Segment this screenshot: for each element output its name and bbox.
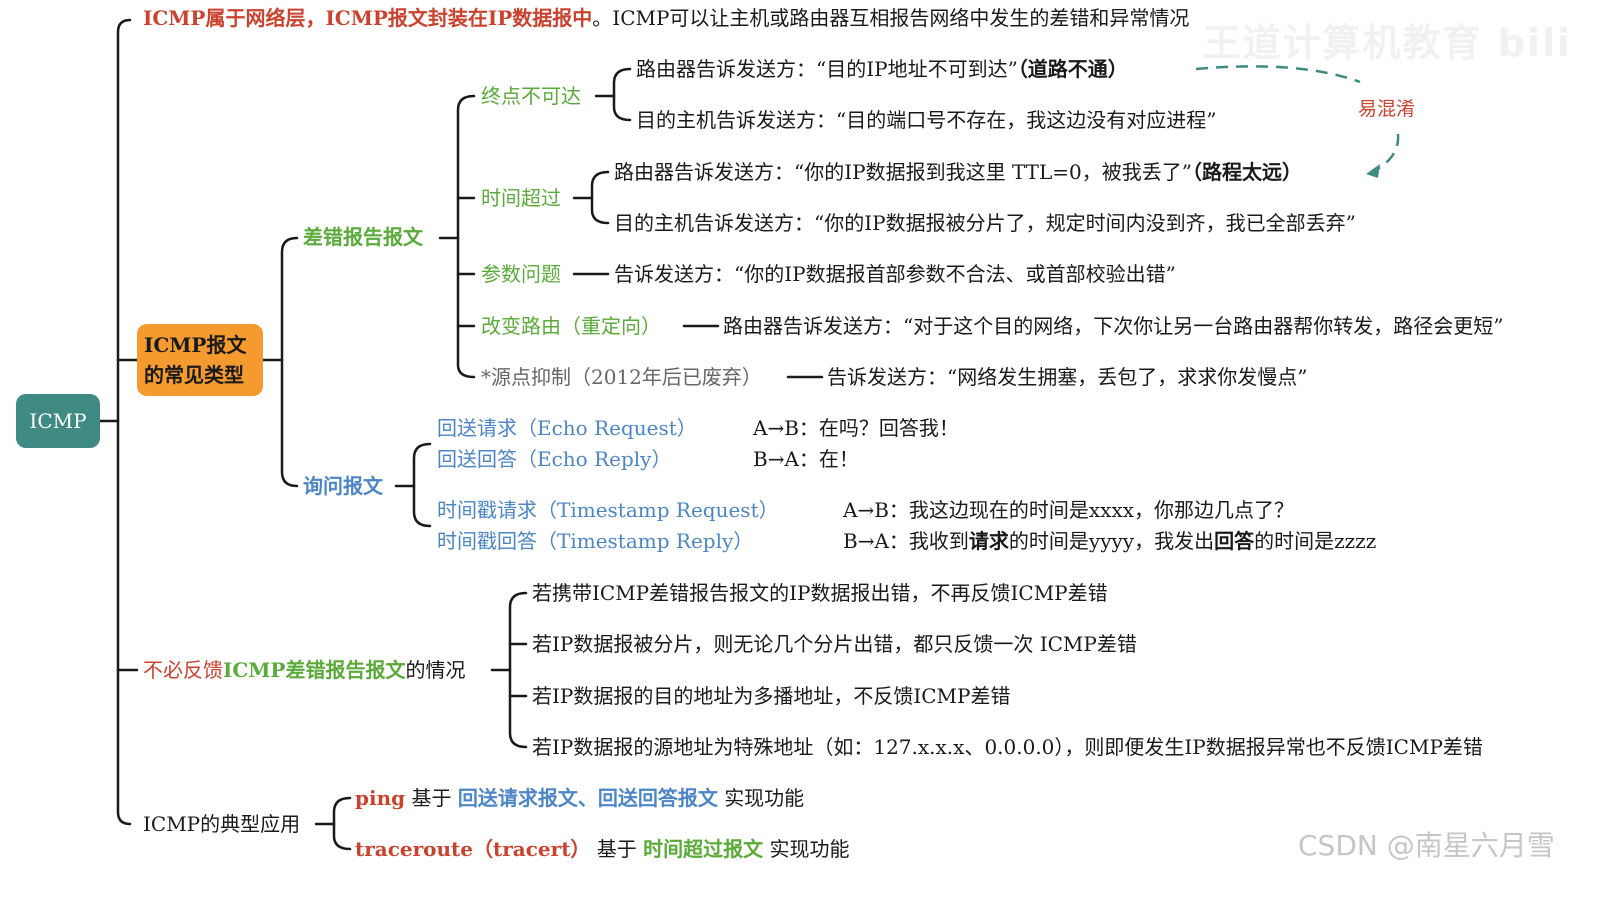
param-problem-text: 告诉发送方：“你的IP数据报首部参数不合法、或首部校验出错” xyxy=(614,262,1176,286)
param-problem-label[interactable]: 参数问题 xyxy=(481,262,561,286)
redirect-label[interactable]: 改变路由（重定向） xyxy=(481,314,661,338)
echo-request-label[interactable]: 回送请求（Echo Request） xyxy=(437,416,697,440)
no-feedback-item: 若IP数据报的目的地址为多播地址，不反馈ICMP差错 xyxy=(532,684,1011,708)
error-report-label[interactable]: 差错报告报文 xyxy=(303,225,423,249)
time-exceeded-router-note: （路程太远） xyxy=(1191,160,1302,184)
dest-unreachable-router-text: 路由器告诉发送方：“目的IP地址不可到达” xyxy=(636,57,1018,81)
top-description-rest: 。ICMP可以让主机或路由器互相报告网络中发生的差错和异常情况 xyxy=(592,6,1190,30)
redirect-text: 路由器告诉发送方：“对于这个目的网络，下次你让另一台路由器帮你转发，路径会更短” xyxy=(723,314,1504,338)
dest-unreachable-label[interactable]: 终点不可达 xyxy=(481,84,581,108)
echo-request-desc: A→B：在吗？回答我！ xyxy=(753,416,959,440)
root-node[interactable]: ICMP xyxy=(16,394,100,448)
ts-reply-desc-b: 请求 xyxy=(968,529,1009,553)
apps-label[interactable]: ICMP的典型应用 xyxy=(143,812,301,836)
types-node-line1: ICMP报文 xyxy=(144,333,247,357)
ts-reply-label[interactable]: 时间戳回答（Timestamp Reply） xyxy=(437,529,754,553)
ts-request-desc: A→B：我这边现在的时间是xxxx，你那边几点了？ xyxy=(843,498,1295,522)
no-feedback-label-c: 的情况 xyxy=(405,658,466,682)
ping-msgs: 回送请求报文、回送回答报文 xyxy=(457,786,718,810)
ts-reply-desc-d: 回答 xyxy=(1214,529,1255,553)
confuse-note: 易混淆 xyxy=(1358,98,1416,120)
no-feedback-label-a: 不必反馈 xyxy=(143,658,223,682)
types-node[interactable]: ICMP报文 的常见类型 xyxy=(137,324,263,396)
traceroute-cmd: traceroute（tracert） xyxy=(355,837,591,861)
source-quench-label[interactable]: *源点抑制（2012年后已废弃） xyxy=(481,365,762,389)
ts-reply-desc: B→A：我收到请求的时间是yyyy，我发出回答的时间是zzzz xyxy=(843,529,1376,553)
app-ping: ping 基于 回送请求报文、回送回答报文 实现功能 xyxy=(355,786,804,810)
ts-reply-desc-e: 的时间是zzzz xyxy=(1254,529,1377,553)
time-exceeded-router: 路由器告诉发送方：“你的IP数据报到我这里 TTL=0，被我丢了”（路程太远） xyxy=(614,160,1302,184)
ts-reply-desc-c: 的时间是yyyy，我发出 xyxy=(1008,529,1215,553)
ts-request-label[interactable]: 时间戳请求（Timestamp Request） xyxy=(437,498,779,522)
ping-func: 实现功能 xyxy=(724,786,805,810)
time-exceeded-router-text: 路由器告诉发送方：“你的IP数据报到我这里 TTL=0，被我丢了” xyxy=(614,160,1192,184)
no-feedback-item: 若携带ICMP差错报告报文的IP数据报出错，不再反馈ICMP差错 xyxy=(532,581,1108,605)
query-label[interactable]: 询问报文 xyxy=(303,474,383,498)
dest-unreachable-router-note: （道路不通） xyxy=(1017,57,1128,81)
echo-reply-desc: B→A：在！ xyxy=(753,447,859,471)
dest-unreachable-router: 路由器告诉发送方：“目的IP地址不可到达”（道路不通） xyxy=(636,57,1128,81)
dest-unreachable-host: 目的主机告诉发送方：“目的端口号不存在，我这边没有对应进程” xyxy=(636,108,1217,132)
traceroute-func: 实现功能 xyxy=(769,837,850,861)
ping-cmd: ping xyxy=(355,786,406,810)
watermark-csdn: CSDN @南星六月雪 xyxy=(1298,829,1555,862)
no-feedback-label[interactable]: 不必反馈ICMP差错报告报文的情况 xyxy=(143,658,465,682)
top-description: ICMP属于网络层，ICMP报文封装在IP数据报中。ICMP可以让主机或路由器互… xyxy=(143,6,1189,30)
app-traceroute: traceroute（tracert） 基于 时间超过报文 实现功能 xyxy=(355,837,850,861)
no-feedback-label-b: ICMP差错报告报文 xyxy=(223,658,406,682)
top-description-highlight: ICMP属于网络层，ICMP报文封装在IP数据报中 xyxy=(143,6,593,30)
traceroute-based: 基于 xyxy=(596,837,637,861)
time-exceeded-host: 目的主机告诉发送方：“你的IP数据报被分片了，规定时间内没到齐，我已全部丢弃” xyxy=(614,211,1356,235)
ts-reply-desc-a: B→A：我收到 xyxy=(843,529,969,553)
ping-based: 基于 xyxy=(411,786,452,810)
no-feedback-item: 若IP数据报被分片，则无论几个分片出错，都只反馈一次 ICMP差错 xyxy=(532,632,1137,656)
no-feedback-item: 若IP数据报的源地址为特殊地址（如：127.x.x.x、0.0.0.0），则即便… xyxy=(532,735,1483,759)
source-quench-text: 告诉发送方：“网络发生拥塞，丢包了，求求你发慢点” xyxy=(827,365,1308,389)
echo-reply-label[interactable]: 回送回答（Echo Reply） xyxy=(437,447,672,471)
watermark-top: 王道计算机教育 bili xyxy=(1202,21,1572,65)
traceroute-msgs: 时间超过报文 xyxy=(643,837,764,861)
root-label: ICMP xyxy=(29,409,87,433)
time-exceeded-label[interactable]: 时间超过 xyxy=(481,186,561,210)
types-node-line2: 的常见类型 xyxy=(144,363,244,387)
